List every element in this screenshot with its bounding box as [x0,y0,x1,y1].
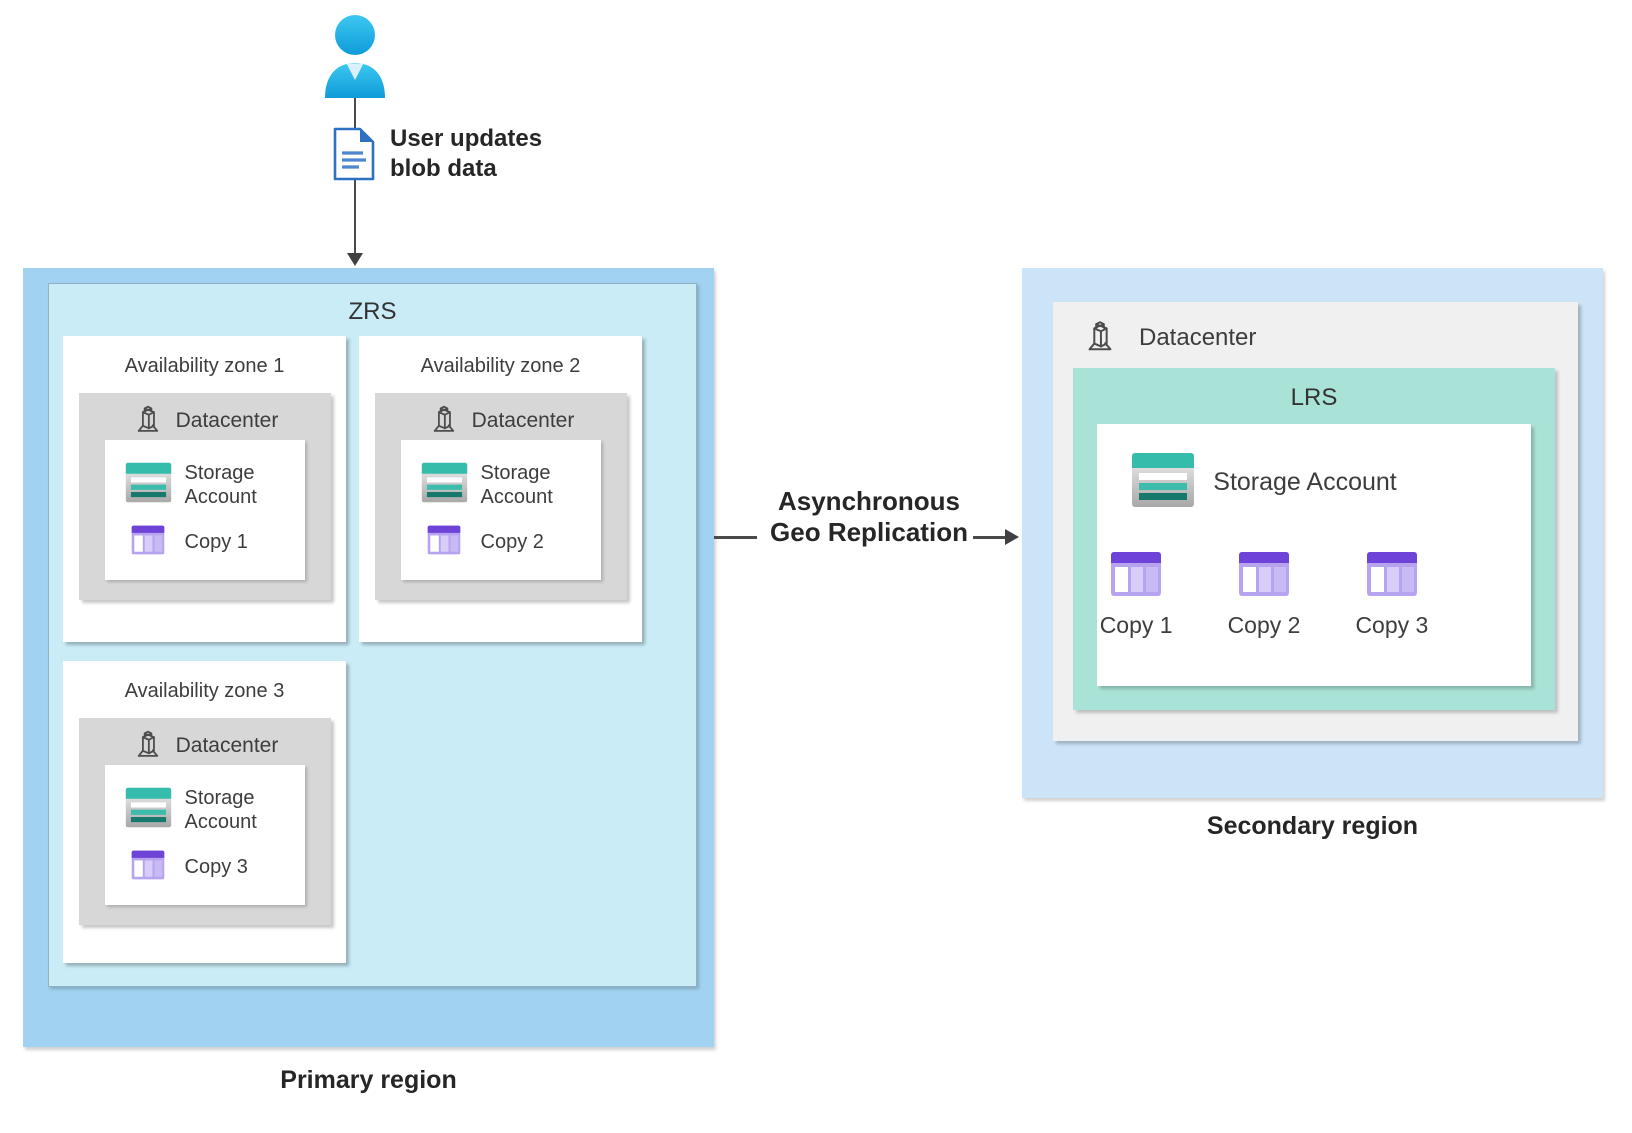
secondary-region-box: Datacenter LRS Storage Account Copy 1 [1022,268,1603,798]
zone-title: Availability zone 2 [420,355,581,377]
copy-label: Copy 2 [480,531,544,553]
user-updates-label: User updates blob data [390,125,543,182]
storage-account-label: Storage Account [1213,468,1397,496]
storage-account-label: Storage Account [480,461,553,508]
storage-account-label: Storage Account [184,786,257,833]
replication-line-right [973,536,1006,539]
datacenter-label: Datacenter [175,734,279,757]
copy-icon [1110,551,1162,602]
copy-icon [125,850,172,885]
availability-zone-1: Availability zone 1 Datacenter Storage A… [63,336,346,642]
datacenter-icon [1081,317,1119,360]
copy-item: Copy 1 [1100,551,1173,639]
availability-zone-3: Availability zone 3 Datacenter Storage A… [63,661,346,963]
availability-zone-2: Availability zone 2 Datacenter Storage A… [359,336,642,642]
zrs-title: ZRS [348,298,397,325]
copy-icon [125,525,172,560]
copy-item: Copy 3 [1355,551,1428,639]
user-person-icon [320,14,390,98]
storage-account-icon [421,462,468,508]
copy-label: Copy 2 [1227,612,1301,638]
user-flow-arrowhead-icon [347,253,363,266]
storage-inner-box: Storage Account Copy 1 [104,440,305,580]
replication-label: Asynchronous Geo Replication [770,486,968,547]
storage-account-label: Storage Account [184,461,257,508]
storage-account-icon [125,787,172,833]
datacenter-label: Datacenter [1139,324,1257,351]
datacenter-box: Datacenter Storage Account Copy 1 [78,393,331,600]
primary-region-box: ZRS Availability zone 1 Datacenter Stora… [23,268,714,1047]
replication-arrowhead-icon [1005,529,1019,545]
lrs-box: LRS Storage Account Copy 1 Copy 2 [1073,368,1555,710]
secondary-region-label: Secondary region [1206,812,1419,840]
datacenter-icon [131,402,165,441]
storage-inner-box: Storage Account Copy 3 [104,765,305,905]
zone-title: Availability zone 1 [124,355,285,377]
copy-label: Copy 3 [1355,612,1429,638]
secondary-storage-box: Storage Account Copy 1 Copy 2 [1097,424,1531,686]
datacenter-label: Datacenter [175,409,279,432]
copy-label: Copy 1 [1099,612,1173,638]
storage-account-icon [1131,452,1195,513]
copy-item: Copy 2 [1227,551,1301,639]
blob-document-icon [332,126,376,182]
replication-line-left [714,536,757,539]
copy-label: Copy 3 [184,856,248,878]
copy-icon [421,525,468,560]
zone-title: Availability zone 3 [124,680,285,702]
datacenter-icon [131,727,165,766]
datacenter-label: Datacenter [471,409,575,432]
storage-account-icon [125,462,172,508]
storage-inner-box: Storage Account Copy 2 [400,440,601,580]
copy-icon [1366,551,1418,602]
copy-icon [1238,551,1290,602]
zrs-box: ZRS Availability zone 1 Datacenter Stora… [48,283,697,987]
primary-region-label: Primary region [280,1066,457,1094]
datacenter-icon [427,402,461,441]
datacenter-box: Datacenter Storage Account Copy 2 [374,393,627,600]
datacenter-box: Datacenter Storage Account Copy 3 [78,718,331,925]
lrs-title: LRS [1290,384,1338,411]
copy-label: Copy 1 [184,531,248,553]
secondary-datacenter-box: Datacenter LRS Storage Account Copy 1 [1053,302,1578,741]
